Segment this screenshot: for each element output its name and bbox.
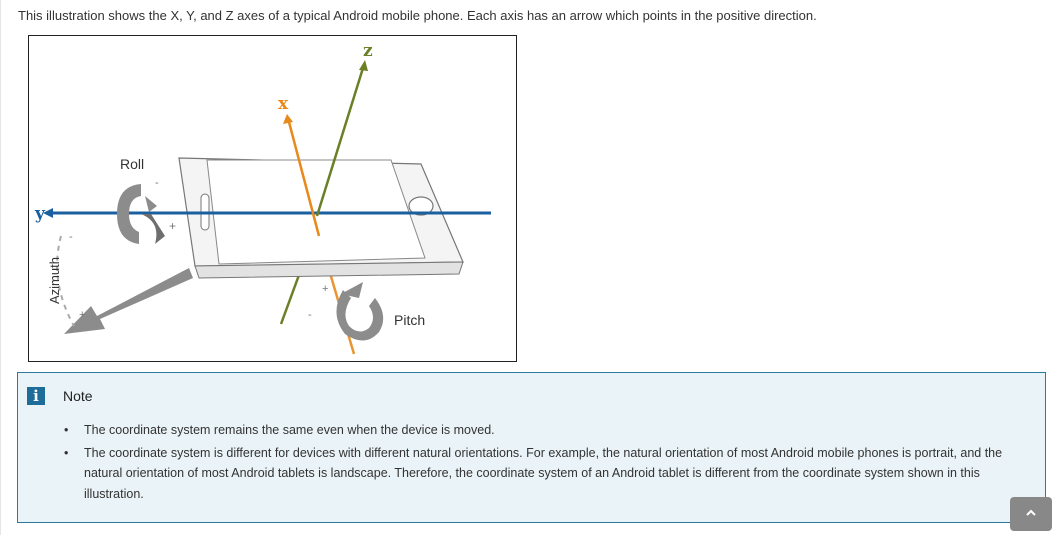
bullet-icon: • bbox=[64, 423, 69, 437]
azimuth-dashed-arc bbox=[56, 235, 75, 327]
info-icon: i bbox=[27, 387, 45, 405]
z-axis-label: z bbox=[363, 41, 373, 61]
azimuth-plus-sign: + bbox=[79, 309, 85, 321]
phone-illustration bbox=[178, 157, 464, 279]
pitch-label: Pitch bbox=[394, 312, 425, 328]
page-left-border bbox=[0, 0, 1, 535]
azimuth-arrow bbox=[64, 268, 193, 334]
pitch-minus-sign: - bbox=[308, 309, 312, 321]
note-title: Note bbox=[63, 388, 93, 404]
x-axis-label: x bbox=[278, 94, 289, 114]
roll-label: Roll bbox=[120, 156, 144, 172]
axes-diagram: - + y x z Roll - + bbox=[34, 41, 491, 355]
roll-rotation-icon bbox=[117, 184, 165, 244]
note-item-text: The coordinate system is different for d… bbox=[84, 445, 1003, 501]
intro-paragraph: This illustration shows the X, Y, and Z … bbox=[18, 8, 817, 23]
scroll-to-top-button[interactable] bbox=[1010, 497, 1052, 531]
y-axis-label: y bbox=[34, 204, 46, 224]
z-axis-upper bbox=[315, 67, 365, 217]
note-item: • The coordinate system is different for… bbox=[64, 443, 1004, 505]
note-item-text: The coordinate system remains the same e… bbox=[84, 423, 495, 437]
note-item: • The coordinate system remains the same… bbox=[64, 420, 1004, 441]
roll-plus-sign: + bbox=[169, 219, 176, 233]
phone-side bbox=[194, 261, 464, 279]
note-box: i Note • The coordinate system remains t… bbox=[17, 372, 1046, 523]
z-axis-arrowhead bbox=[359, 60, 368, 71]
axes-illustration: - + y x z Roll - + bbox=[28, 35, 517, 362]
pitch-plus-sign: + bbox=[322, 283, 328, 295]
bullet-icon: • bbox=[64, 445, 69, 460]
x-axis-upper bbox=[287, 121, 321, 237]
chevron-up-icon bbox=[1026, 509, 1036, 516]
x-axis-arrowhead bbox=[283, 114, 293, 124]
note-list: • The coordinate system remains the same… bbox=[64, 420, 1004, 505]
y-axis-arrowhead bbox=[43, 208, 53, 218]
pitch-rotation-icon bbox=[336, 282, 384, 341]
azimuth-label: Azimuth bbox=[47, 257, 62, 304]
azimuth-minus-sign: - bbox=[69, 231, 73, 243]
roll-minus-sign: - bbox=[155, 177, 159, 189]
